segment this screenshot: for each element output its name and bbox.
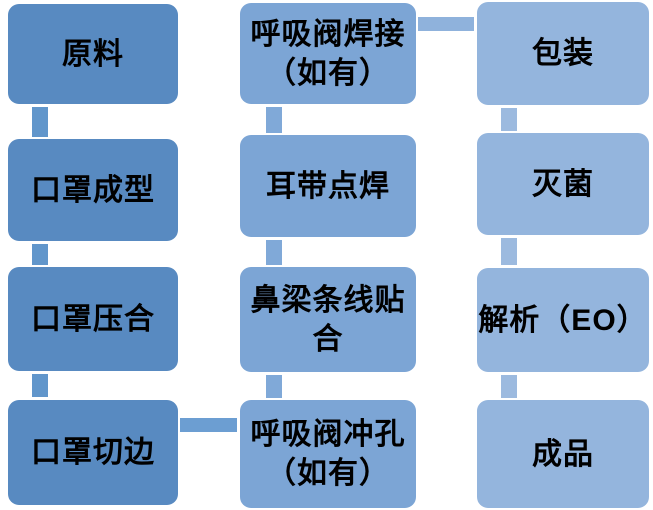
flow-node-label: 呼吸阀焊接 （如有） bbox=[250, 17, 406, 90]
flow-node-mask-edge-cutting: 口罩切边 bbox=[8, 400, 178, 505]
flow-node-label: 解析（EO） bbox=[478, 303, 648, 337]
flow-node-label: 成品 bbox=[532, 437, 594, 471]
flow-node-nose-strip-lamination: 鼻梁条线贴 合 bbox=[240, 267, 416, 372]
connector-welding-to-packaging bbox=[418, 17, 474, 31]
flow-node-sterilization: 灭菌 bbox=[477, 133, 649, 235]
flow-node-label: 口罩成型 bbox=[31, 173, 155, 207]
flow-node-label: 口罩压合 bbox=[31, 302, 155, 336]
connector-middle-2 bbox=[266, 240, 282, 265]
flow-node-packaging: 包装 bbox=[477, 2, 649, 105]
connector-middle-3 bbox=[266, 375, 282, 398]
connector-cutting-to-punching bbox=[180, 418, 237, 432]
flow-node-mask-pressing: 口罩压合 bbox=[8, 267, 178, 371]
connector-left-3 bbox=[32, 374, 48, 397]
connector-right-3 bbox=[501, 375, 517, 398]
flow-node-raw-material: 原料 bbox=[8, 4, 178, 104]
flow-node-label: 原料 bbox=[62, 37, 124, 71]
flow-node-label: 耳带点焊 bbox=[266, 169, 390, 203]
flow-node-breathing-valve-welding: 呼吸阀焊接 （如有） bbox=[240, 3, 416, 104]
flow-node-mask-forming: 口罩成型 bbox=[8, 139, 178, 241]
connector-left-2 bbox=[32, 244, 48, 265]
connector-left-1 bbox=[32, 107, 48, 137]
flow-node-finished-product: 成品 bbox=[477, 400, 649, 508]
flow-node-ear-strap-welding: 耳带点焊 bbox=[240, 135, 416, 237]
flow-node-label: 呼吸阀冲孔 （如有） bbox=[250, 418, 406, 490]
connector-middle-1 bbox=[266, 107, 282, 133]
flow-node-breathing-valve-punching: 呼吸阀冲孔 （如有） bbox=[240, 400, 416, 508]
flow-node-label: 口罩切边 bbox=[31, 436, 155, 469]
flow-node-label: 灭菌 bbox=[532, 167, 594, 201]
flow-node-eo-aeration: 解析（EO） bbox=[477, 268, 649, 372]
flow-node-label: 包装 bbox=[532, 37, 594, 70]
connector-right-1 bbox=[501, 108, 517, 131]
connector-right-2 bbox=[501, 238, 517, 265]
flow-node-label: 鼻梁条线贴 合 bbox=[250, 283, 406, 356]
